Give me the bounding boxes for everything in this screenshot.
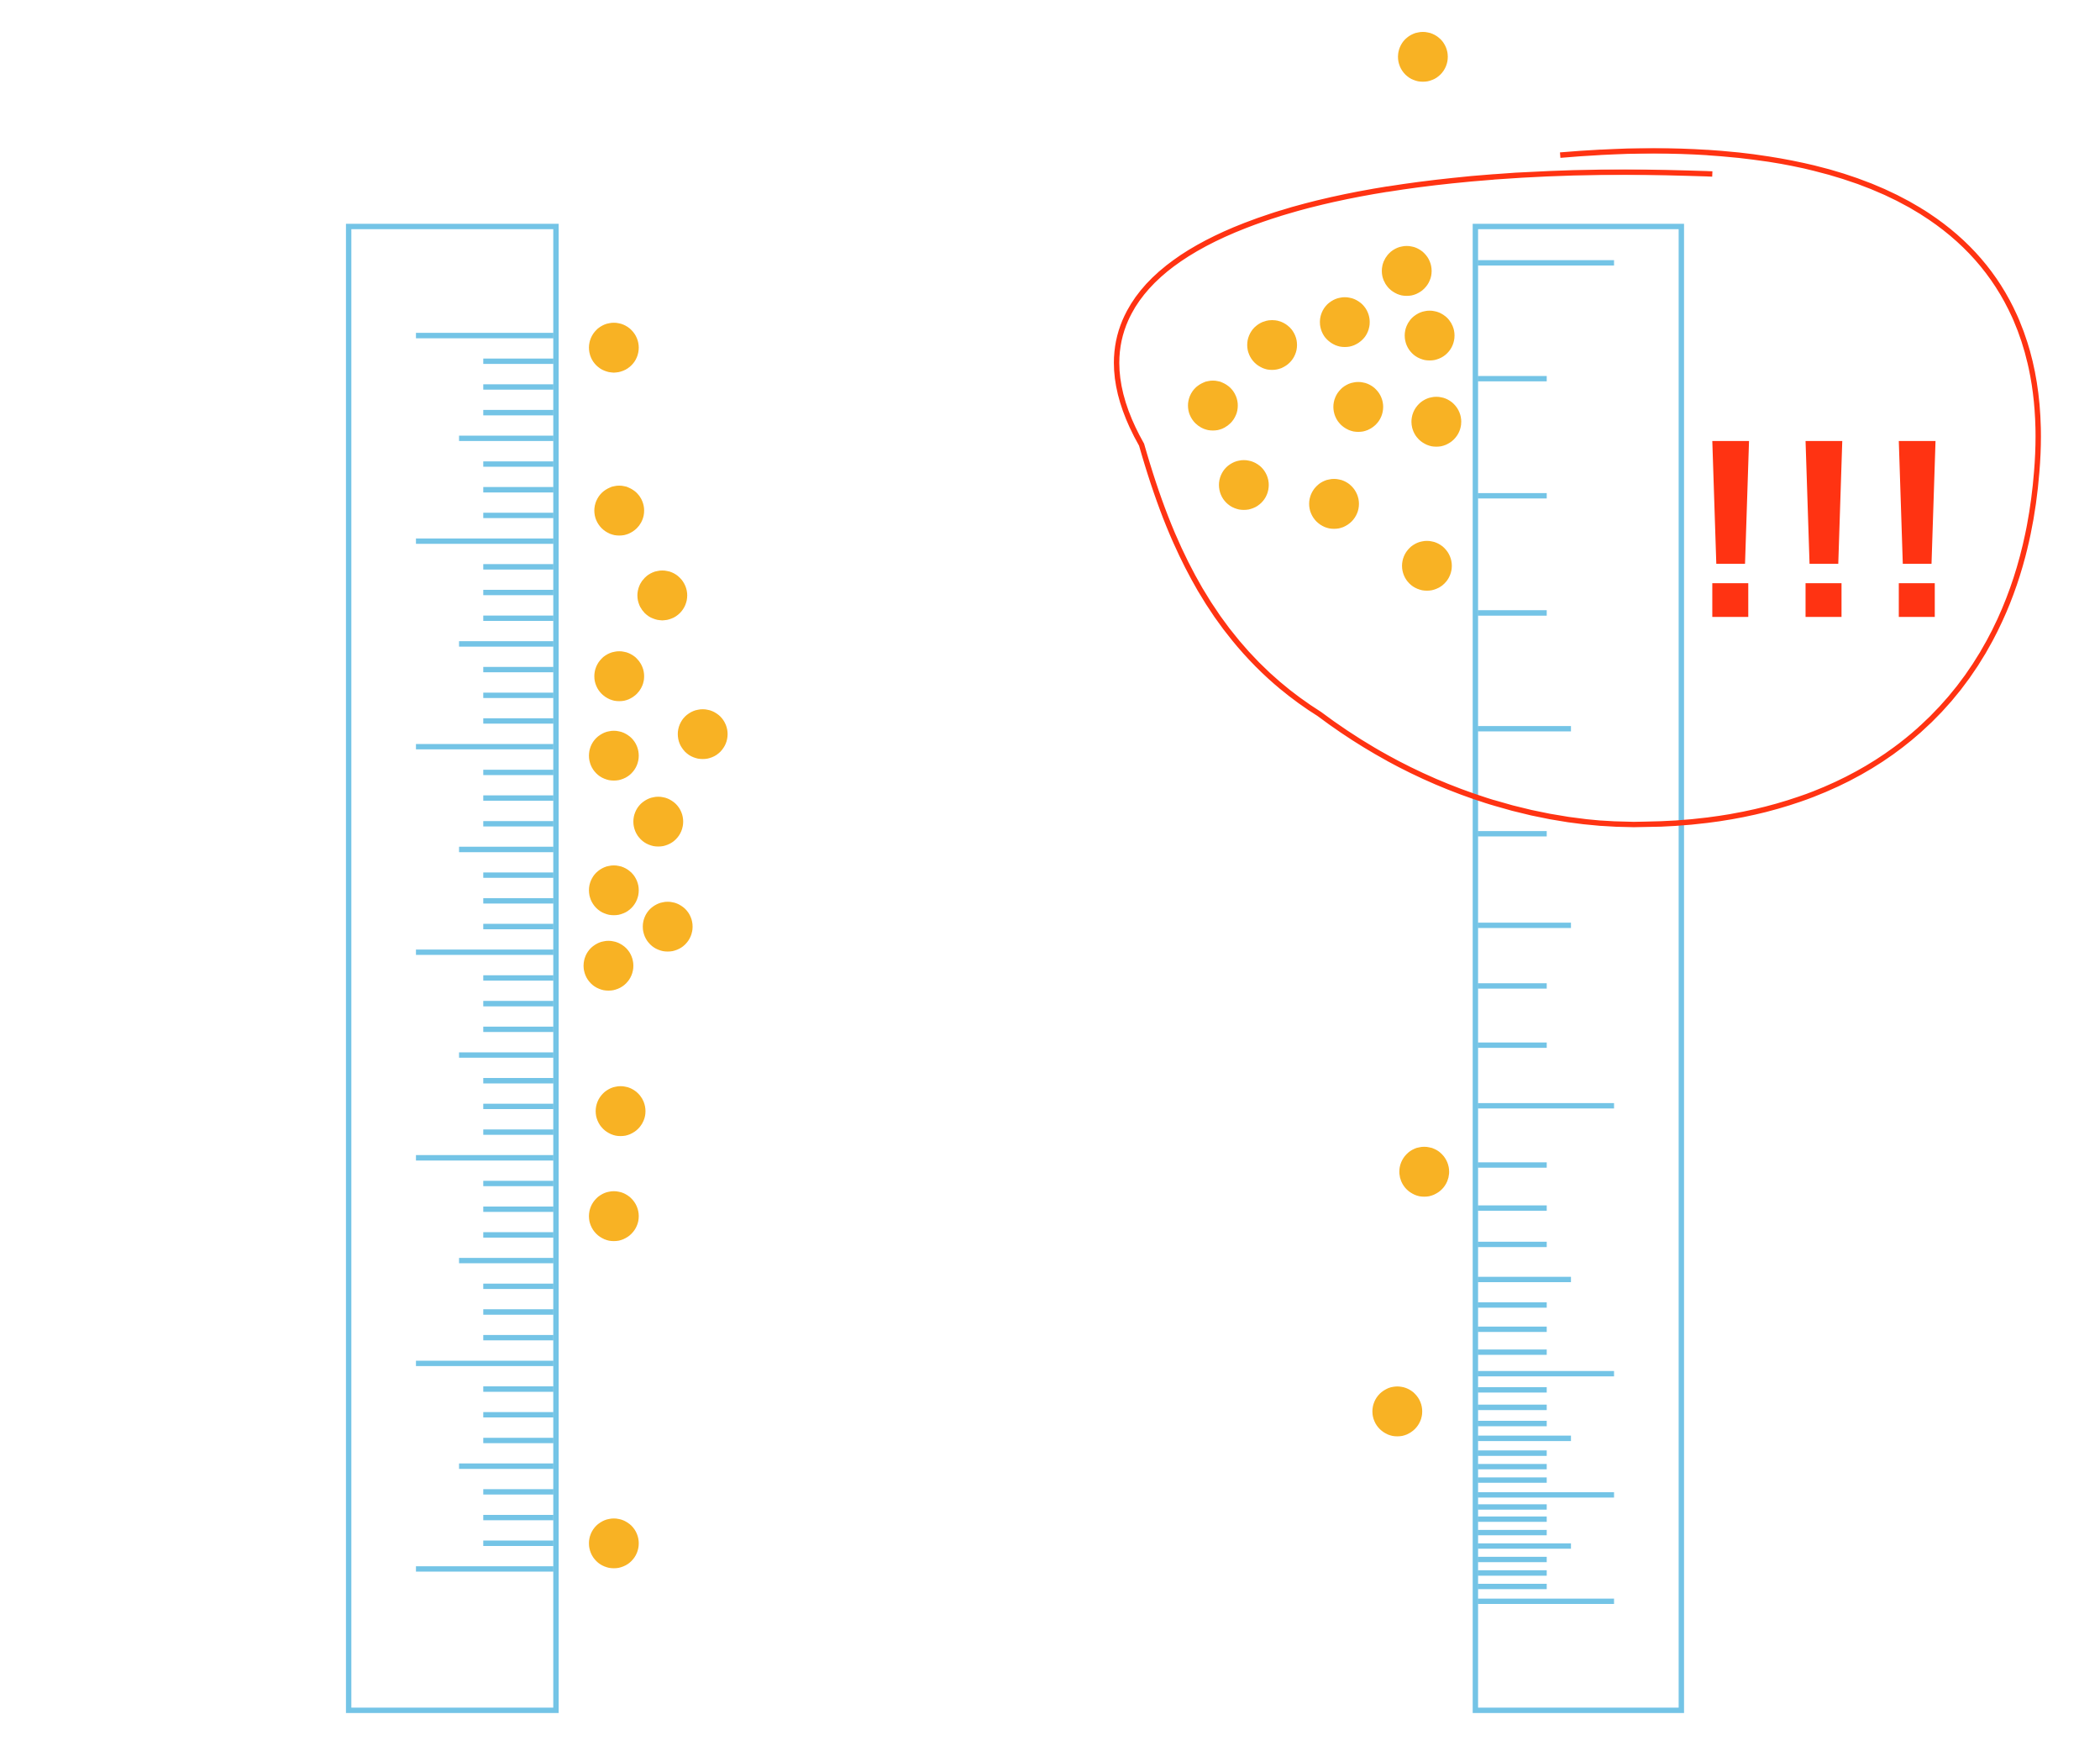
log-ruler-frame xyxy=(1473,223,1684,1713)
data-dot xyxy=(589,323,639,373)
data-dot xyxy=(677,709,728,760)
linear-ruler xyxy=(345,223,559,1713)
data-dot xyxy=(1372,1386,1423,1437)
data-dot xyxy=(583,940,634,991)
data-dot xyxy=(1398,31,1448,82)
data-dot xyxy=(1402,540,1452,592)
log-ruler xyxy=(1473,223,1684,1713)
data-dot xyxy=(637,571,688,621)
data-dot xyxy=(594,651,644,702)
highlight-loop xyxy=(1114,148,2041,828)
data-dot xyxy=(589,865,639,916)
data-dot xyxy=(596,1086,646,1137)
data-dot xyxy=(589,730,639,781)
data-dot xyxy=(1188,381,1238,431)
data-dot xyxy=(643,902,693,952)
data-dot xyxy=(1309,479,1359,529)
data-dot xyxy=(589,1518,639,1569)
data-dot xyxy=(633,797,684,847)
log-data-dots xyxy=(1188,31,1462,1437)
data-dot xyxy=(1219,460,1269,510)
data-dot xyxy=(1333,381,1383,432)
linear-ruler-ticks xyxy=(416,333,554,1572)
data-dot xyxy=(1247,319,1298,371)
linear-data-dots xyxy=(583,323,728,1569)
data-dot xyxy=(1320,297,1370,347)
exclamation-annotation: !!! xyxy=(1688,385,1968,671)
data-dot xyxy=(1399,1146,1450,1197)
data-dot xyxy=(589,1191,639,1242)
data-dot xyxy=(1411,397,1462,447)
linear-ruler-frame xyxy=(345,223,559,1713)
data-dot xyxy=(1404,310,1455,361)
log-ruler-ticks xyxy=(1478,260,1614,1604)
data-dot xyxy=(594,486,644,536)
data-dot xyxy=(1382,245,1432,297)
